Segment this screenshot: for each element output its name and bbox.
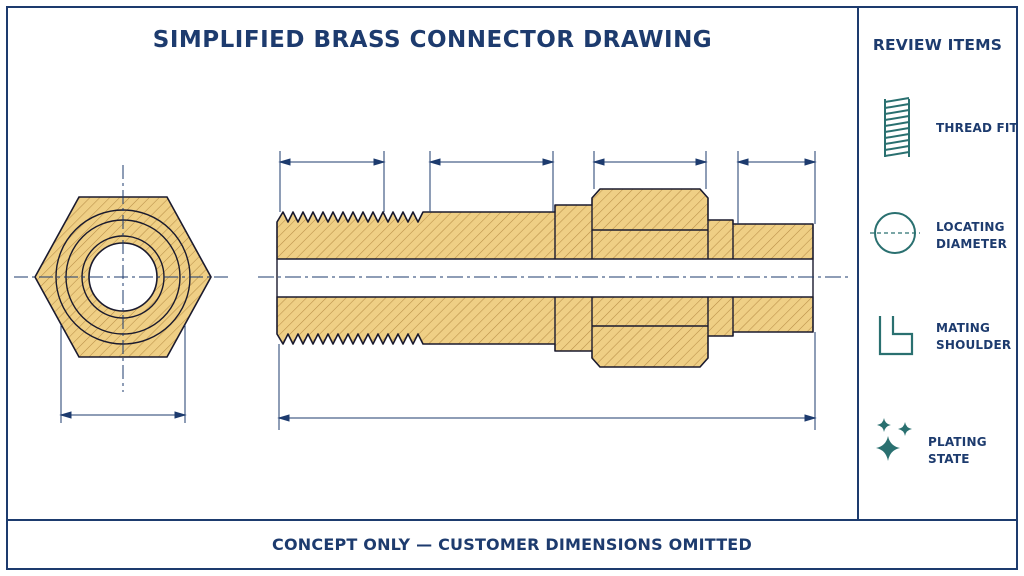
drawing-title: SIMPLIFIED BRASS CONNECTOR DRAWING (152, 27, 713, 53)
review-item-label-line2: SHOULDER (936, 338, 1012, 352)
side-lower-half (276, 296, 814, 368)
side-upper-half (276, 188, 814, 260)
side-overall-dimension (277, 332, 817, 430)
review-item-locating-diameter: LOCATING DIAMETER (936, 219, 1007, 253)
side-view (258, 151, 852, 430)
sheet-frame (6, 6, 1018, 570)
end-view-dimension (59, 325, 187, 423)
circle-diameter-icon (870, 212, 920, 254)
thread-icon (884, 97, 910, 157)
end-view-centerlines (14, 165, 232, 392)
review-item-label: THREAD FIT (936, 121, 1018, 135)
end-view (14, 165, 232, 423)
footer-note: CONCEPT ONLY — CUSTOMER DIMENSIONS OMITT… (272, 535, 752, 554)
review-panel-title: REVIEW ITEMS (872, 36, 1003, 54)
review-item-plating-state: PLATING STATE (928, 434, 1024, 468)
side-section-lines (276, 205, 814, 351)
review-item-label-line2: DIAMETER (936, 237, 1008, 251)
review-item-thread-fit: THREAD FIT (936, 120, 1018, 137)
sparkle-icon (876, 418, 912, 461)
review-item-label: LOCATING (936, 220, 1005, 234)
review-item-label: PLATING STATE (928, 435, 987, 466)
shoulder-icon (878, 316, 914, 356)
review-item-mating-shoulder: MATING SHOULDER (936, 320, 1011, 354)
review-item-label: MATING (936, 321, 991, 335)
side-top-dimensions (278, 151, 817, 224)
